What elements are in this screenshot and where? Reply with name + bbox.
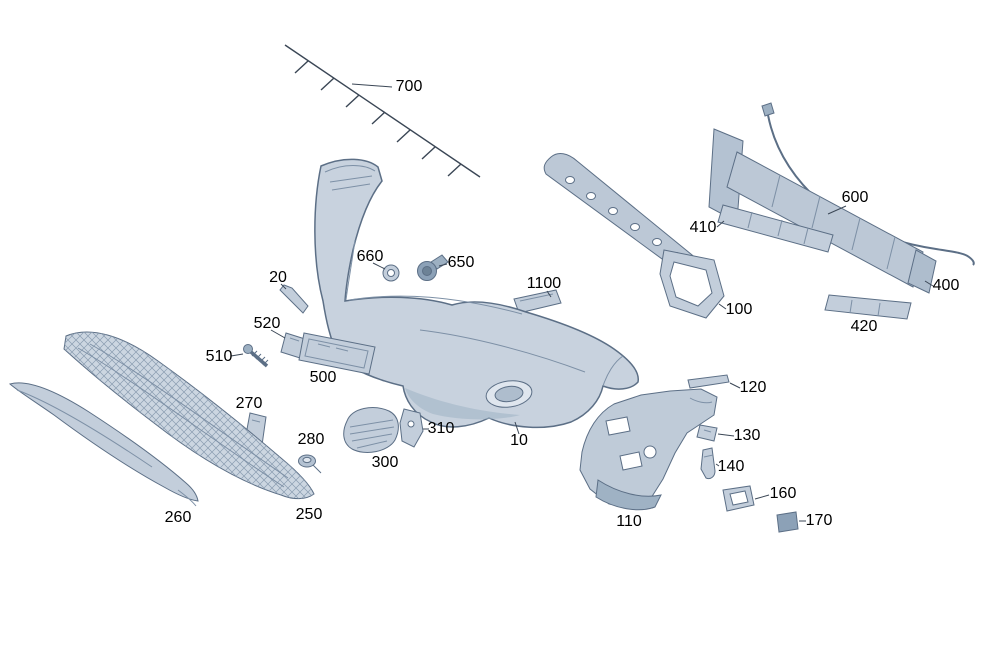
part-label-250[interactable]: 250 [295,506,323,523]
part-label-410[interactable]: 410 [689,219,717,236]
callout-leader-lines [230,83,934,522]
part-label-270[interactable]: 270 [235,395,263,412]
part-label-130[interactable]: 130 [733,427,761,444]
part-label-110[interactable]: 110 [616,513,642,530]
part-label-400[interactable]: 400 [932,277,960,294]
part-1100-bracket [513,289,562,314]
part-label-170[interactable]: 170 [805,512,833,529]
part-label-700[interactable]: 700 [395,78,423,95]
part-140-pin [700,447,716,480]
part-250-grille [63,331,315,500]
part-10-bumper-cover [314,158,639,429]
part-label-20[interactable]: 20 [269,269,287,286]
part-600-sensor-cable [761,102,975,266]
part-label-510[interactable]: 510 [205,348,233,365]
part-label-140[interactable]: 140 [717,458,745,475]
part-160-bracket [722,485,755,512]
part-label-120[interactable]: 120 [739,379,767,396]
part-660-sensor-ring [382,264,400,282]
part-110-side-bracket [579,388,718,511]
part-label-260[interactable]: 260 [164,509,192,526]
part-170-plug [776,511,799,533]
part-label-500[interactable]: 500 [309,369,337,386]
part-20-trim-strip [279,284,309,314]
part-label-650[interactable]: 650 [447,254,475,271]
part-260-lower-trim [8,382,199,507]
part-label-520[interactable]: 520 [253,315,281,332]
part-700-panel-edge-line [284,44,481,178]
part-label-1100[interactable]: 1100 [526,275,562,292]
part-100-mounting-bracket [659,249,725,319]
part-label-100[interactable]: 100 [725,301,753,318]
part-650-park-sensor [417,254,449,281]
part-label-10[interactable]: 10 [510,432,528,449]
part-label-310[interactable]: 310 [427,420,455,437]
part-280-clip [298,454,322,474]
part-label-280[interactable]: 280 [297,431,325,448]
part-label-160[interactable]: 160 [769,485,797,502]
part-500-license-plate-bracket [298,332,376,375]
part-420-lower-strip [824,294,912,320]
part-label-600[interactable]: 600 [841,189,869,206]
part-label-420[interactable]: 420 [850,318,878,335]
part-label-300[interactable]: 300 [371,454,399,471]
part-400-impact-beam [708,128,937,294]
part-300-fog-lamp-grille [343,407,399,453]
part-130-clip [696,424,718,442]
part-label-660[interactable]: 660 [356,248,384,265]
part-310-bracket [399,408,424,448]
part-120-strip [687,374,730,389]
part-510-screw [243,344,269,368]
part-410-energy-absorber [717,204,834,253]
